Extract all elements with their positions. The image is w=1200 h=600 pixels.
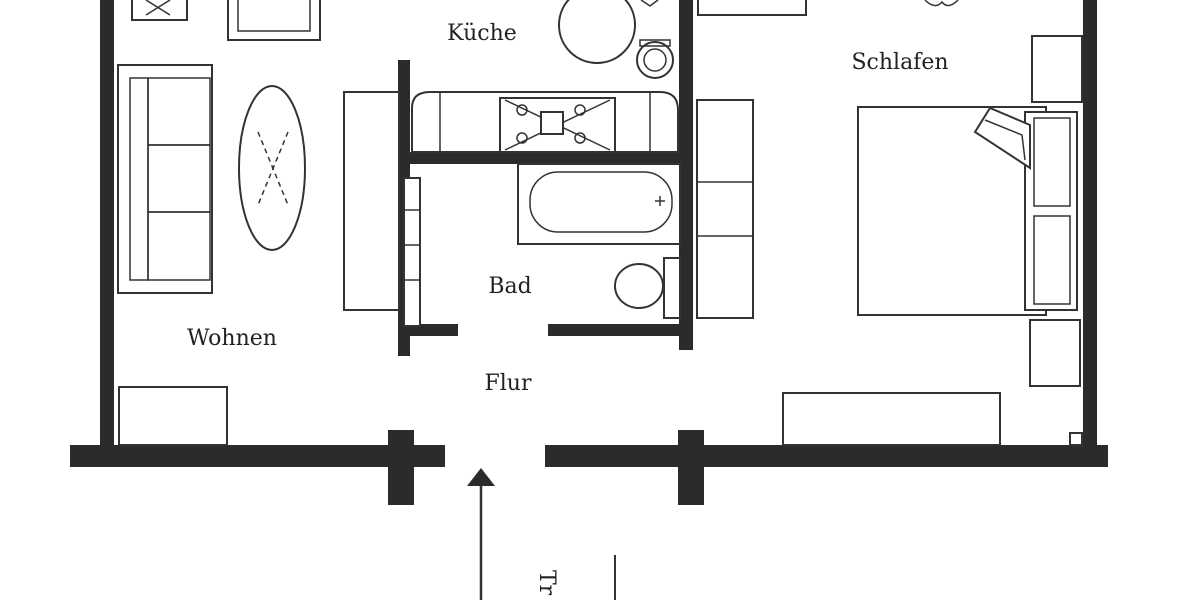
sofa xyxy=(117,64,213,294)
stair-label: Tr xyxy=(534,570,559,596)
wardrobe xyxy=(696,99,754,319)
kitchen-chair xyxy=(636,41,674,79)
room-label-hall: Flur xyxy=(485,371,532,396)
living-room-furniture: Wohnen xyxy=(117,0,400,446)
bath-furniture: Bad xyxy=(403,163,681,327)
hall: Flur Tr xyxy=(467,371,616,600)
column-left xyxy=(388,430,414,505)
wall-unit xyxy=(343,91,400,311)
wall-bottom-right xyxy=(545,445,1108,467)
room-label-kitchen: Küche xyxy=(447,21,517,46)
room-label-bedroom: Schlafen xyxy=(851,50,948,75)
bath-shelf xyxy=(403,177,421,327)
wall-bottom-left xyxy=(70,445,445,467)
column-right xyxy=(678,430,704,505)
wall-right-outer xyxy=(1083,0,1097,445)
low-cabinet xyxy=(118,386,228,446)
bedroom-desk xyxy=(697,0,807,16)
nightstand-bottom xyxy=(1029,319,1081,387)
wall-kitchen-bedroom xyxy=(679,0,693,350)
plant-icon xyxy=(924,0,959,7)
walls xyxy=(70,0,1108,505)
dresser xyxy=(782,392,1001,446)
room-label-bath: Bad xyxy=(488,274,531,299)
room-label-living: Wohnen xyxy=(187,326,277,351)
dining-table xyxy=(558,0,636,64)
entrance-arrow-head xyxy=(467,468,495,486)
wall-left-outer xyxy=(100,0,114,445)
cabinet-x-box xyxy=(131,0,188,21)
blanket-fold xyxy=(973,106,1031,170)
nightstand-top xyxy=(1031,35,1083,103)
corner-marker xyxy=(1069,432,1083,446)
bed-headboard xyxy=(1024,111,1078,311)
toilet xyxy=(614,263,664,309)
kitchen-furniture: Küche xyxy=(411,0,679,153)
armchair xyxy=(227,0,321,41)
wall-kitchen-bath xyxy=(398,152,692,164)
bedroom-furniture: Schlafen xyxy=(696,0,1083,446)
wall-bath-bottom-right xyxy=(548,324,692,336)
